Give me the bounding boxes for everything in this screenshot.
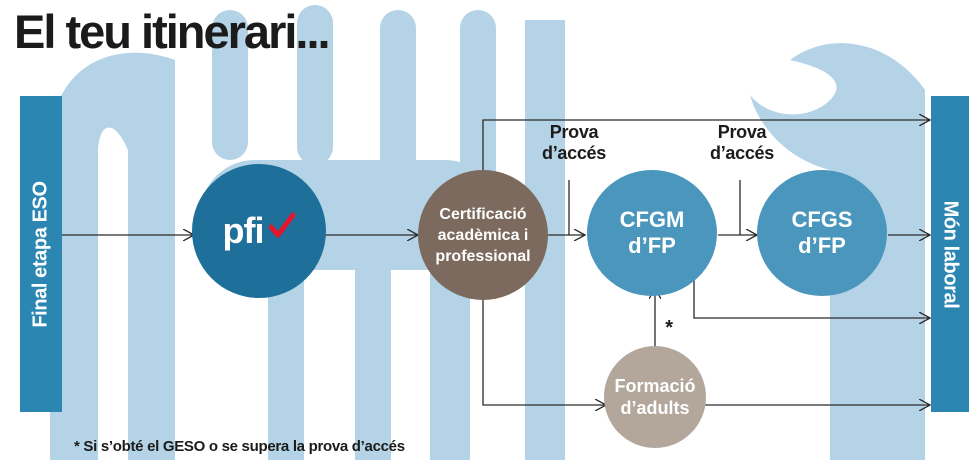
arrow-cert-to-laboral-top (482, 120, 930, 170)
page-title: El teu itinerari... (14, 5, 331, 58)
prova-acces-label-1: Prova d’accés (542, 122, 606, 163)
formacio-label: Formació d’adults (614, 376, 696, 418)
cfgs-node: CFGS d’FP (757, 170, 887, 296)
formacio-node: Formació d’adults (604, 346, 706, 448)
cfgs-label: CFGS d’FP (791, 207, 853, 258)
footnote: * Si s’obté el GESO o se supera la prova… (74, 438, 405, 455)
asterisk-label: * (665, 317, 673, 339)
arrow-cert-to-formacio (482, 300, 606, 405)
fork-prong (460, 10, 496, 210)
cfgm-node: CFGM d’FP (587, 170, 717, 296)
right-bar-label: Món laboral (939, 200, 962, 308)
prova-acces-label-2: Prova d’accés (710, 122, 774, 163)
left-bar: Final etapa ESO (20, 96, 62, 412)
certificacio-node: Certificació acadèmica i professional (418, 170, 548, 300)
fork-prong (212, 10, 248, 160)
cfgm-label: CFGM d’FP (619, 207, 685, 258)
fork-prong (297, 5, 333, 165)
pfi-node: pfi (192, 164, 326, 298)
spoon-shape (50, 52, 175, 460)
check-mark-icon (269, 212, 296, 238)
certificacio-label: Certificació acadèmica i professional (435, 205, 531, 265)
left-bar-label: Final etapa ESO (29, 180, 52, 328)
arrow-cfgm-to-laboral (693, 278, 930, 318)
right-bar: Món laboral (931, 96, 969, 412)
pfi-label: pfi (222, 210, 265, 251)
